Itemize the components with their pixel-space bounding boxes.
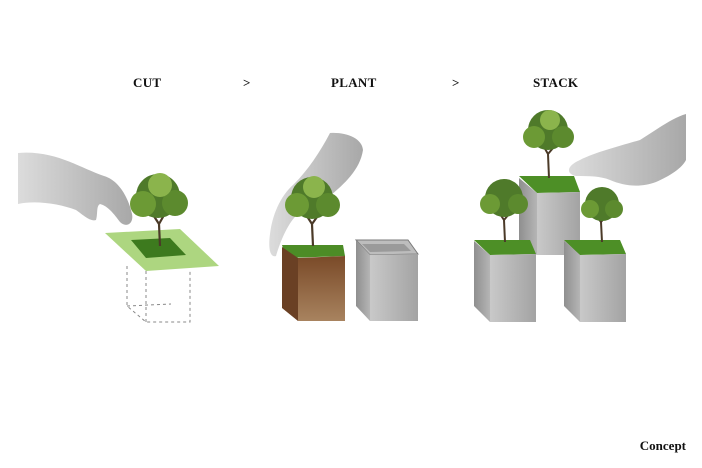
- cube-front: [490, 254, 536, 322]
- hand-icon: [18, 152, 133, 225]
- step-label-cut: CUT: [133, 75, 162, 90]
- cube-front: [580, 254, 626, 322]
- step-label-stack: STACK: [533, 75, 579, 90]
- cube-side: [564, 241, 580, 322]
- grass-cut-patch: [131, 238, 186, 258]
- grass-top: [519, 176, 580, 193]
- soil-cube-side: [282, 247, 298, 321]
- grass-top: [564, 240, 626, 255]
- concrete-box-inner: [362, 244, 411, 252]
- diagram-caption: Concept: [639, 438, 686, 453]
- cut-illustration: [18, 152, 219, 323]
- step-separator-2: >: [452, 75, 460, 90]
- hand-icon: [568, 114, 686, 186]
- tree-icon: [480, 179, 528, 243]
- step-label-plant: PLANT: [331, 75, 377, 90]
- grass-top: [474, 240, 536, 255]
- tree-icon: [523, 110, 574, 179]
- tree-icon: [581, 187, 623, 243]
- soil-cube-front: [298, 256, 345, 321]
- tree-icon: [130, 173, 188, 247]
- step-separator-1: >: [243, 75, 251, 90]
- cube-front: [537, 192, 580, 255]
- concrete-box-front: [370, 254, 418, 321]
- dashed-cube: [126, 266, 191, 323]
- plant-illustration: [269, 132, 419, 321]
- tree-icon: [285, 176, 340, 247]
- concrete-box-side: [356, 240, 370, 321]
- cube-side: [474, 241, 490, 322]
- stack-illustration: [474, 110, 686, 322]
- soil-cube-top: [282, 245, 345, 258]
